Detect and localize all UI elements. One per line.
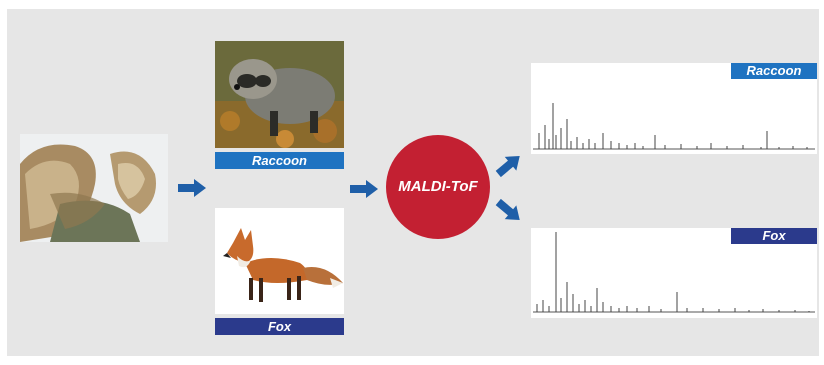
arrow-up-right-icon (494, 150, 524, 185)
fox-spectrum-label: Fox (731, 228, 817, 244)
fur-sample-photo (20, 134, 168, 242)
red-fox-icon (215, 208, 344, 314)
mass-spectrum-icon (533, 103, 815, 150)
raccoon-dog-icon (215, 41, 344, 148)
mass-spectrum-icon (533, 232, 815, 313)
raccoon-spectrum: Raccoon (531, 63, 817, 154)
raccoon-label: Raccoon (215, 152, 344, 169)
arrow-right-icon (178, 179, 206, 202)
fox-photo (215, 208, 344, 314)
arrow-down-right-icon (494, 196, 524, 231)
fur-hood-icon (20, 134, 168, 242)
fox-label: Fox (215, 318, 344, 335)
raccoon-photo (215, 41, 344, 148)
arrow-right-icon (350, 180, 378, 203)
maldi-tof-circle: MALDI-ToF (386, 135, 490, 239)
raccoon-spectrum-label: Raccoon (731, 63, 817, 79)
fox-spectrum: Fox (531, 228, 817, 318)
